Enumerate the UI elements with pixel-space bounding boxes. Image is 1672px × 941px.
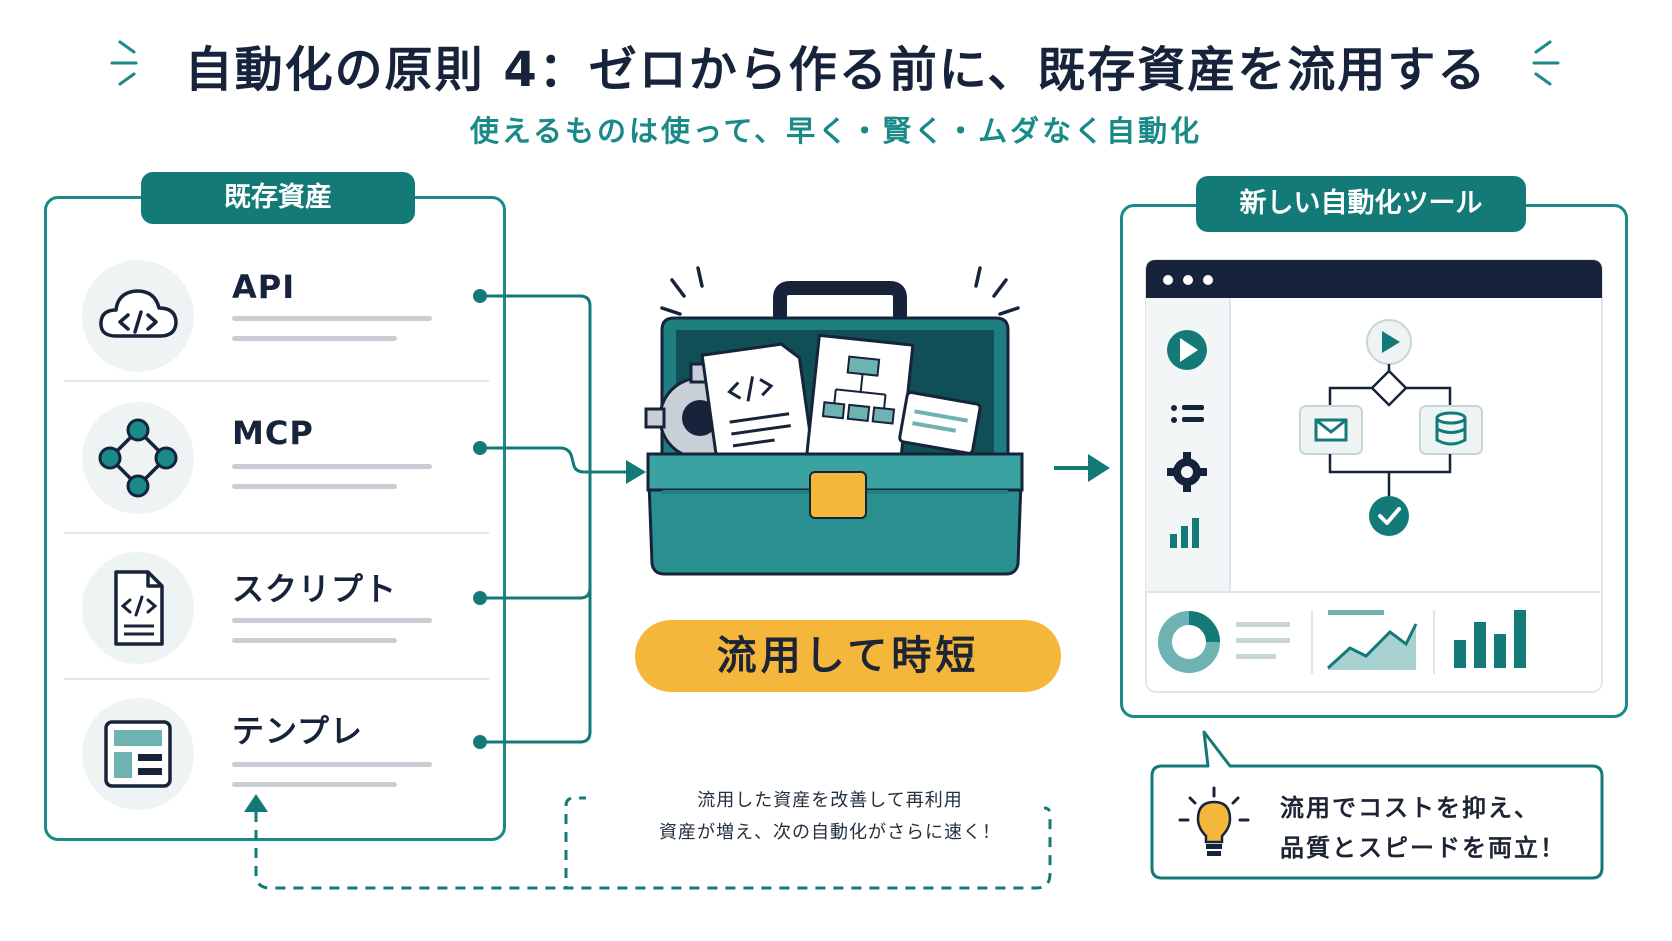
title-accent-left-icon bbox=[110, 40, 138, 86]
text-placeholder-line bbox=[232, 762, 432, 767]
row-divider bbox=[64, 532, 489, 534]
asset-item-script: スクリプト bbox=[64, 540, 489, 680]
asset-item-mcp: MCP bbox=[64, 390, 489, 530]
asset-item-api: API bbox=[64, 242, 489, 382]
title-accent-right-icon bbox=[1532, 40, 1560, 86]
text-placeholder-line bbox=[232, 464, 432, 469]
asset-label: テンプレ bbox=[232, 712, 364, 750]
new-tool-title: 新しい自動化ツール bbox=[1196, 176, 1526, 232]
row-divider bbox=[64, 380, 489, 382]
template-layout-icon bbox=[104, 720, 172, 788]
asset-label: API bbox=[232, 268, 296, 306]
asset-label: MCP bbox=[232, 414, 314, 452]
page-subtitle: 使えるものは使って、早く・賢く・ムダなく自動化 bbox=[469, 114, 1203, 148]
text-placeholder-line bbox=[232, 782, 397, 787]
row-divider bbox=[64, 678, 489, 680]
automation-app-window bbox=[1145, 259, 1603, 693]
page-title: 自動化の原則 4：ゼロから作る前に、既存資産を流用する bbox=[184, 42, 1488, 98]
cloud-code-icon bbox=[99, 289, 178, 338]
callout-bubble bbox=[1150, 730, 1604, 880]
existing-assets-title: 既存資産 bbox=[141, 172, 415, 224]
connector-lines bbox=[473, 289, 646, 749]
network-nodes-icon bbox=[98, 418, 178, 498]
callout-line-2: 品質とスピードを両立！ bbox=[1280, 834, 1566, 862]
asset-item-template: テンプレ bbox=[64, 686, 489, 826]
text-placeholder-line bbox=[232, 316, 432, 321]
text-placeholder-line bbox=[232, 336, 397, 341]
reuse-time-saving-label: 流用して時短 bbox=[635, 620, 1061, 692]
code-file-icon bbox=[114, 570, 164, 646]
text-placeholder-line bbox=[232, 618, 432, 623]
callout-line-1: 流用でコストを抑え、 bbox=[1280, 794, 1540, 822]
arrow-right-icon bbox=[1054, 454, 1110, 482]
cycle-note-line-1: 流用した資産を改善して再利用 bbox=[697, 790, 963, 811]
reuse-cycle-loop bbox=[244, 794, 1052, 890]
toolbox-icon bbox=[644, 266, 1024, 576]
text-placeholder-line bbox=[232, 484, 397, 489]
lightbulb-icon bbox=[1178, 786, 1250, 856]
asset-label: スクリプト bbox=[232, 570, 398, 608]
text-placeholder-line bbox=[232, 638, 397, 643]
cycle-note-line-2: 資産が増え、次の自動化がさらに速く！ bbox=[659, 822, 1001, 843]
